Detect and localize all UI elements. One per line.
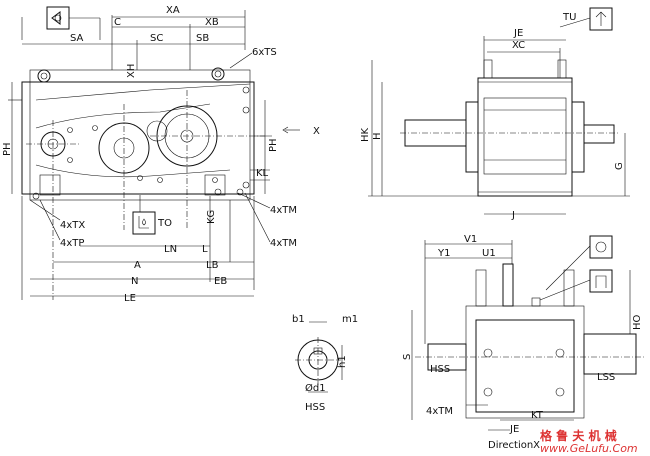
watermark-cn: 格 鲁 夫 机 械 bbox=[540, 428, 617, 443]
label-4xtx: 4xTX bbox=[60, 220, 85, 231]
watermark: 格 鲁 夫 机 械 www.GeLufu.Com bbox=[540, 428, 638, 455]
label-od1: Ød1 bbox=[305, 382, 326, 394]
label-g: G bbox=[614, 162, 625, 170]
label-ph-left: PH bbox=[2, 142, 13, 156]
side-view bbox=[368, 7, 630, 215]
label-ho: HO bbox=[632, 314, 643, 330]
label-c: C bbox=[114, 17, 121, 28]
watermark-url: www.GeLufu.Com bbox=[540, 442, 638, 455]
label-tu: TU bbox=[562, 12, 576, 23]
label-x-arrow: X bbox=[313, 126, 320, 137]
label-lb: LB bbox=[206, 260, 219, 271]
label-4xtm-b: 4xTM bbox=[270, 238, 297, 249]
label-kg: KG bbox=[206, 210, 217, 224]
label-n: N bbox=[131, 276, 138, 287]
label-xc: XC bbox=[512, 40, 525, 51]
label-4xtm-c: 4xTM bbox=[426, 406, 453, 417]
label-le: LE bbox=[124, 293, 136, 304]
label-xa: XA bbox=[166, 5, 180, 16]
label-to: TO bbox=[157, 218, 172, 229]
label-kl: KL bbox=[256, 168, 269, 179]
label-je-top: JE bbox=[513, 28, 523, 39]
label-s: S bbox=[402, 354, 413, 360]
label-4xtm-a: 4xTM bbox=[270, 205, 297, 216]
label-v1: V1 bbox=[464, 234, 477, 245]
dimension-labels: XA C XB SA SC SB 6xTS XH PH PH X KL 4xTM… bbox=[2, 5, 643, 451]
label-ph-right: PH bbox=[268, 138, 279, 152]
label-6xts: 6xTS bbox=[252, 47, 277, 58]
label-eb: EB bbox=[214, 276, 227, 287]
label-je-bottom: JE bbox=[509, 424, 519, 435]
label-b1: b1 bbox=[292, 314, 305, 325]
output-shaft bbox=[583, 124, 615, 144]
label-a: A bbox=[134, 260, 141, 271]
label-kt: KT bbox=[531, 410, 544, 421]
label-sa: SA bbox=[70, 33, 84, 44]
breather-symbol-icon bbox=[589, 269, 613, 293]
label-j: J bbox=[511, 210, 515, 221]
label-l: L bbox=[202, 244, 208, 255]
inspection-symbol-icon bbox=[46, 6, 70, 30]
fill-symbol-icon bbox=[589, 235, 613, 259]
plan-view bbox=[411, 235, 645, 431]
label-sc: SC bbox=[150, 33, 163, 44]
label-xb: XB bbox=[205, 17, 219, 28]
label-ln: LN bbox=[164, 244, 177, 255]
label-hk: HK bbox=[360, 127, 371, 142]
label-lss: LSS bbox=[597, 372, 615, 383]
label-direction-x: DirectionX bbox=[488, 440, 540, 451]
label-hss-end: HSS bbox=[305, 402, 325, 413]
label-4xtp: 4xTP bbox=[60, 238, 84, 249]
label-hss-plan: HSS bbox=[430, 364, 450, 375]
label-xh: XH bbox=[126, 64, 137, 78]
label-sb: SB bbox=[196, 33, 209, 44]
vent-symbol-icon bbox=[589, 7, 613, 31]
label-h: H bbox=[372, 132, 383, 140]
shaft-end-view bbox=[295, 321, 343, 393]
housing-outline bbox=[21, 81, 255, 195]
label-u1: U1 bbox=[482, 248, 496, 259]
label-h1: h1 bbox=[337, 355, 348, 368]
label-y1: Y1 bbox=[437, 248, 450, 259]
label-m1: m1 bbox=[342, 314, 358, 325]
front-view bbox=[8, 6, 300, 300]
drain-symbol-icon bbox=[132, 211, 156, 235]
